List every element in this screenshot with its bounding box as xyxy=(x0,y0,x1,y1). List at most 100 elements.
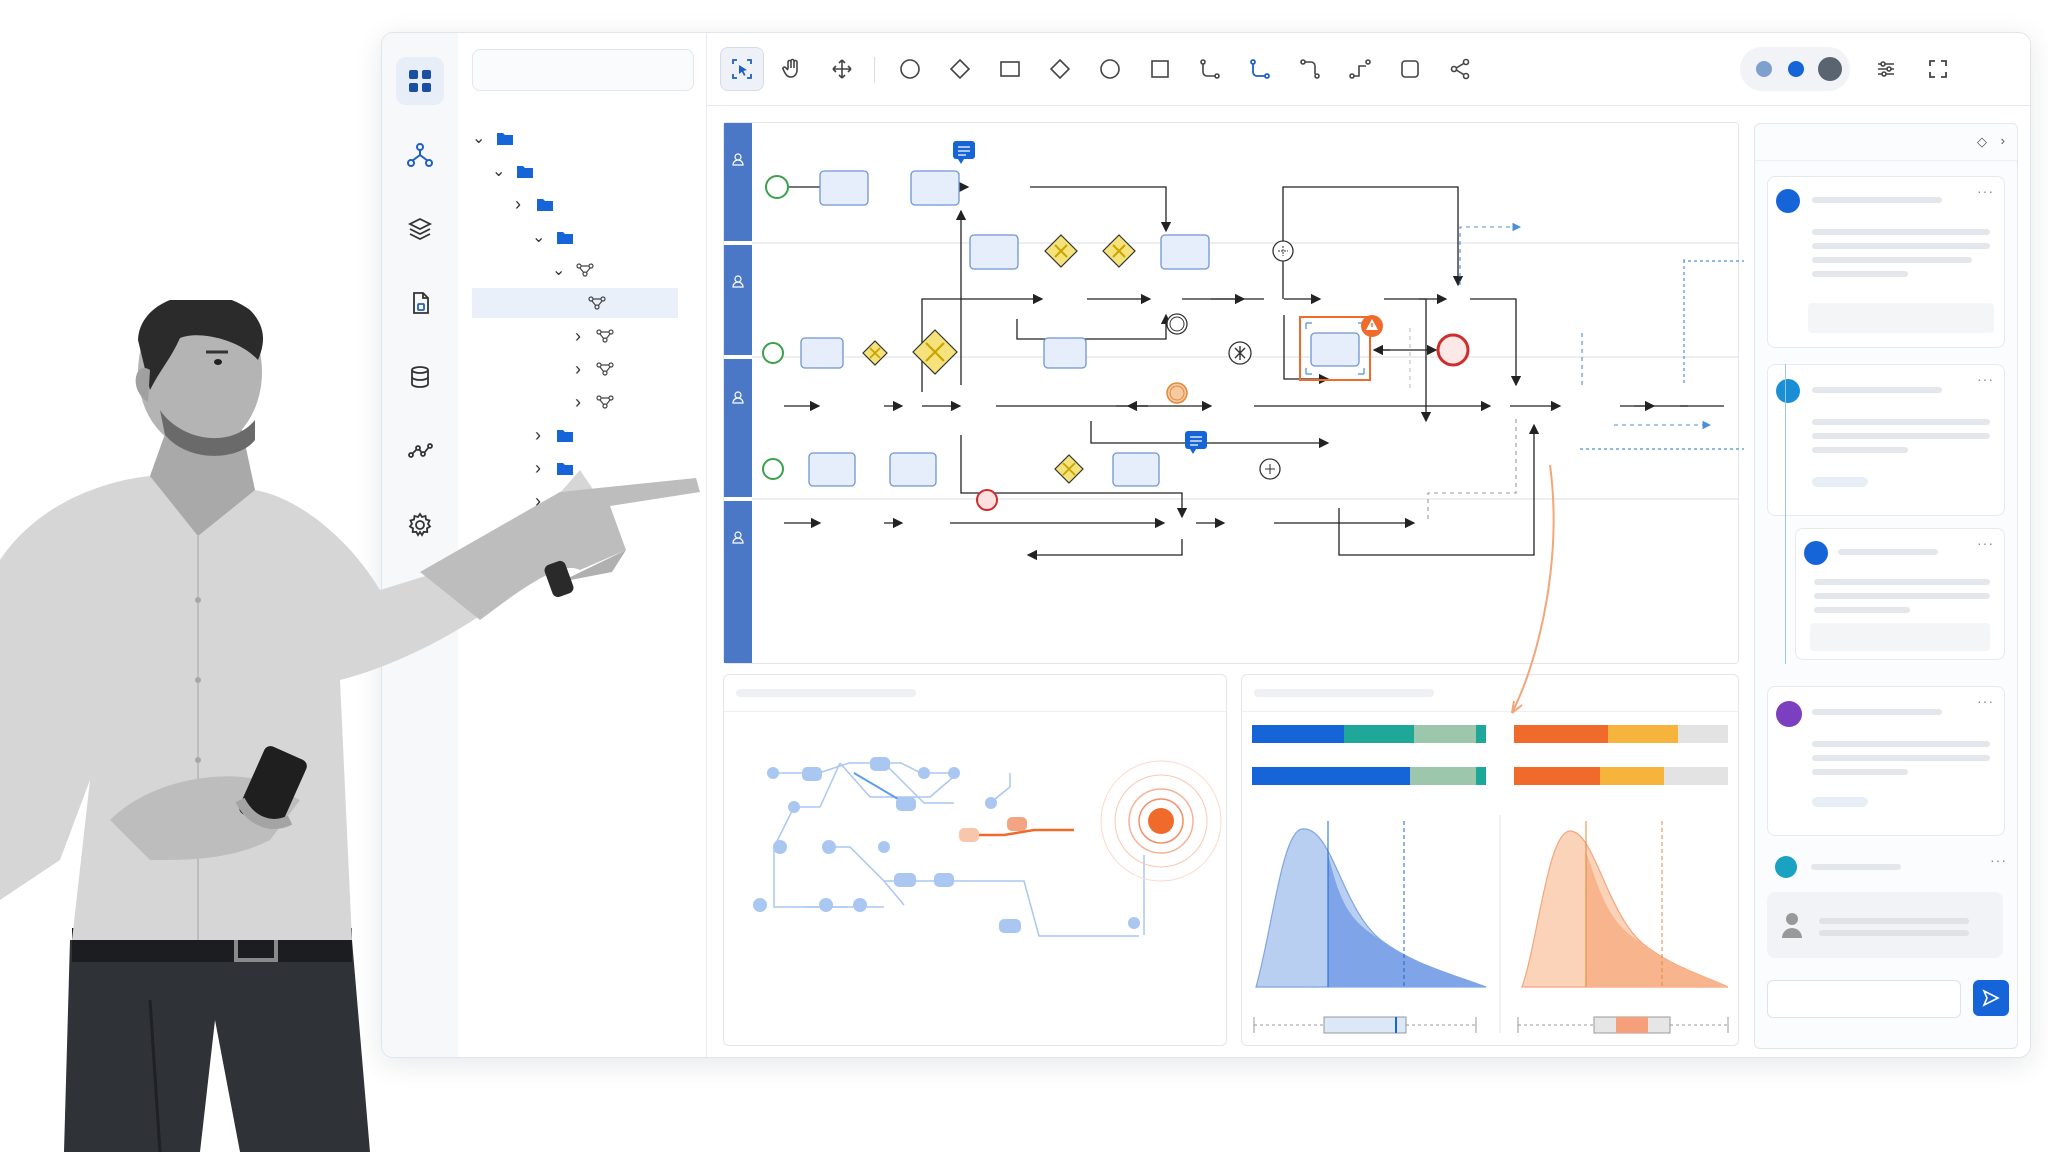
tree-process-file[interactable]: › xyxy=(572,354,614,384)
task-box[interactable] xyxy=(889,452,937,487)
tree-folder[interactable]: ⌄ xyxy=(472,123,514,153)
circle-shape-icon[interactable] xyxy=(888,47,932,91)
end-event[interactable] xyxy=(1436,333,1470,367)
chevron-right-icon[interactable]: › xyxy=(535,424,541,445)
settings-icon[interactable] xyxy=(396,501,444,549)
gateway-shape-icon[interactable] xyxy=(1038,47,1082,91)
select-tool-icon[interactable] xyxy=(720,47,764,91)
tree-folder[interactable]: › xyxy=(532,420,574,450)
process-icon[interactable] xyxy=(396,131,444,179)
user-presence-dot[interactable] xyxy=(1788,61,1804,77)
chevron-down-icon[interactable]: ⌄ xyxy=(492,163,506,180)
comment-icon[interactable] xyxy=(953,141,975,164)
exclusive-gateway-large[interactable] xyxy=(912,329,958,375)
comment-card[interactable]: ··· xyxy=(1767,364,2005,516)
move-tool-icon[interactable] xyxy=(820,47,864,91)
task-box[interactable] xyxy=(969,234,1019,270)
chevron-right-icon[interactable]: › xyxy=(535,457,541,478)
tree-process-file[interactable]: › xyxy=(572,321,614,351)
chevron-right-icon[interactable]: › xyxy=(575,391,581,412)
event-shape-icon[interactable] xyxy=(1088,47,1132,91)
comment-input[interactable] xyxy=(1767,980,1961,1018)
chevron-right-icon[interactable]: › xyxy=(535,490,541,511)
dashboard-icon[interactable] xyxy=(396,57,444,105)
chevron-right-icon[interactable]: › xyxy=(575,325,581,346)
chevron-right-icon[interactable]: › xyxy=(575,358,581,379)
comments-panel: ◇ › ··· ··· ··· xyxy=(1754,123,2018,1049)
more-options-icon[interactable]: ··· xyxy=(1977,371,1994,387)
task-box[interactable] xyxy=(1043,337,1087,369)
curved-connector-icon[interactable] xyxy=(1288,47,1332,91)
task-box[interactable] xyxy=(1112,452,1160,487)
chevron-right-icon[interactable]: › xyxy=(515,193,521,214)
chevron-down-icon[interactable]: ⌄ xyxy=(472,130,486,147)
diamond-shape-icon[interactable] xyxy=(938,47,982,91)
comment-card[interactable]: ··· xyxy=(1767,686,2005,836)
start-event[interactable] xyxy=(765,175,789,199)
complex-gateway-event[interactable] xyxy=(1228,341,1252,365)
more-options-icon[interactable]: ··· xyxy=(1977,183,1994,199)
comment-icon[interactable] xyxy=(1185,431,1207,454)
tree-folder[interactable]: › xyxy=(512,189,554,219)
swimlanes xyxy=(724,123,1738,663)
task-box[interactable] xyxy=(819,170,869,206)
tree-folder[interactable]: ⌄ xyxy=(532,222,574,252)
tree-folder[interactable]: › xyxy=(532,453,574,483)
more-options-icon[interactable]: ··· xyxy=(1977,693,1994,709)
analytics-icon[interactable] xyxy=(396,427,444,475)
square-shape-icon[interactable] xyxy=(1138,47,1182,91)
task-box[interactable] xyxy=(1160,234,1210,270)
database-icon[interactable] xyxy=(396,353,444,401)
exclusive-gateway[interactable] xyxy=(862,340,888,366)
bottleneck-node[interactable] xyxy=(1148,808,1174,834)
connector-active-icon[interactable] xyxy=(1238,47,1282,91)
share-icon[interactable] xyxy=(1438,47,1482,91)
send-button[interactable] xyxy=(1973,980,2009,1016)
end-event[interactable] xyxy=(976,489,998,511)
rectangle-shape-icon[interactable] xyxy=(988,47,1032,91)
frame-icon[interactable] xyxy=(1388,47,1432,91)
distribution-charts xyxy=(1252,725,1729,1034)
task-box[interactable] xyxy=(910,170,960,206)
folder-icon xyxy=(557,463,573,475)
chevron-down-icon[interactable]: ⌄ xyxy=(552,262,566,279)
avatar[interactable] xyxy=(1818,57,1842,81)
start-event[interactable] xyxy=(762,458,784,480)
tree-folder[interactable]: ⌄ xyxy=(492,156,534,186)
avatar xyxy=(1776,701,1802,727)
tree-process-file[interactable]: ⌄ xyxy=(552,255,594,285)
chevron-right-icon[interactable]: › xyxy=(2000,133,2005,148)
elbow-connector-icon[interactable] xyxy=(1338,47,1382,91)
avatar xyxy=(1775,856,1797,878)
fullscreen-icon[interactable] xyxy=(1916,47,1960,91)
reply-card[interactable]: ··· xyxy=(1795,528,2005,660)
process-diagram-canvas[interactable] xyxy=(723,122,1739,664)
exclusive-gateway[interactable] xyxy=(1102,234,1136,268)
process-flow-graph[interactable] xyxy=(724,715,1226,1045)
layers-icon[interactable] xyxy=(396,205,444,253)
documents-icon[interactable] xyxy=(396,279,444,327)
chevron-down-icon[interactable]: ⌄ xyxy=(532,229,546,246)
more-options-icon[interactable]: ··· xyxy=(1990,852,2007,868)
task-box[interactable] xyxy=(808,452,856,487)
user-presence-dot[interactable] xyxy=(1756,61,1772,77)
exclusive-gateway[interactable] xyxy=(1054,454,1084,484)
parallel-event[interactable] xyxy=(1272,240,1294,262)
diamond-icon[interactable]: ◇ xyxy=(1977,134,1987,149)
process-graph-icon xyxy=(596,329,614,343)
tree-process-file[interactable] xyxy=(472,288,678,318)
tree-process-file[interactable]: › xyxy=(572,387,614,417)
process-graph-icon xyxy=(596,395,614,409)
phone xyxy=(239,746,307,828)
more-options-icon[interactable]: ··· xyxy=(1977,535,1994,551)
start-event[interactable] xyxy=(762,342,784,364)
hand-tool-icon[interactable] xyxy=(770,47,814,91)
selected-task-alert[interactable] xyxy=(1299,315,1383,381)
tree-search-input[interactable] xyxy=(472,49,694,91)
task-box[interactable] xyxy=(800,337,844,369)
exclusive-gateway[interactable] xyxy=(1044,234,1078,268)
parallel-event[interactable] xyxy=(1259,458,1281,480)
comment-card[interactable]: ··· xyxy=(1767,176,2005,348)
connector-icon[interactable] xyxy=(1188,47,1232,91)
filter-settings-icon[interactable] xyxy=(1864,47,1908,91)
